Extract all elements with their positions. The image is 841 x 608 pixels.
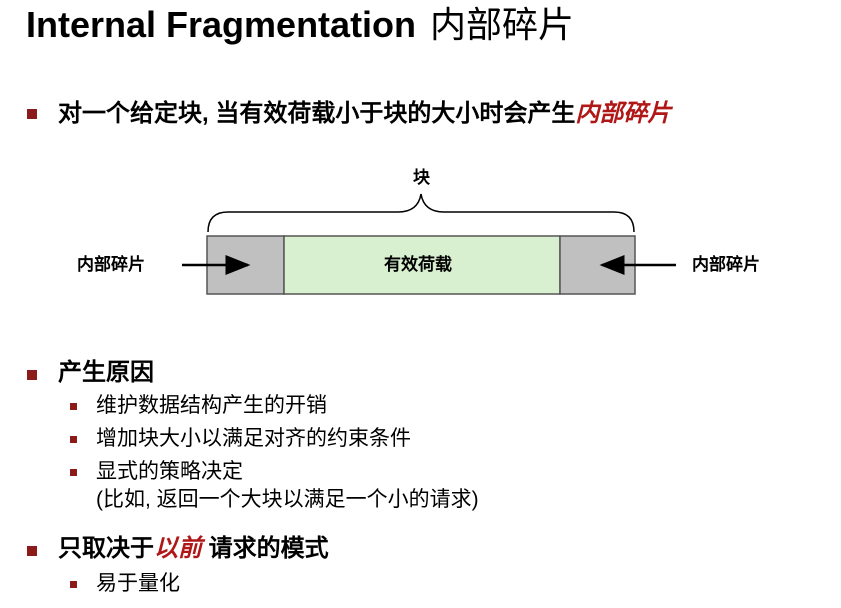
bullet-marker [27,546,37,556]
sub-bullet-marker [70,403,77,410]
sub-bullet-marker [70,469,77,476]
sub-item: 易于量化 [96,572,180,595]
block-brace [207,193,635,233]
sub-item: 增加块大小以满足对齐的约束条件 [96,427,411,450]
bullet-2-text: 产生原因 [58,359,154,386]
right-fragment-label: 内部碎片 [692,255,760,274]
bullet-1-emphasis: 内部碎片 [575,100,672,127]
bullet-marker [27,370,37,380]
bullet-1-text: 对一个给定块, 当有效荷载小于块的大小时会产生内部碎片 [58,100,672,127]
payload-label: 有效荷载 [384,255,452,274]
bullet-marker [27,109,37,119]
sub-item-continuation: (比如, 返回一个大块以满足一个小的请求) [96,488,479,511]
page-title: Internal Fragmentation 内部碎片 [26,2,574,48]
sub-bullet-marker [70,436,77,443]
title-english: Internal Fragmentation [26,4,417,45]
sub-bullet-marker [70,581,77,588]
sub-item: 显式的策略决定 [96,460,243,483]
left-fragment-label: 内部碎片 [77,255,145,274]
sub-item: 维护数据结构产生的开销 [96,394,327,417]
bullet-3-text: 只取决于以前 请求的模式 [58,535,329,562]
block-label: 块 [413,168,430,187]
title-chinese: 内部碎片 [430,4,575,45]
bullet-3-emphasis: 以前 [154,535,202,562]
